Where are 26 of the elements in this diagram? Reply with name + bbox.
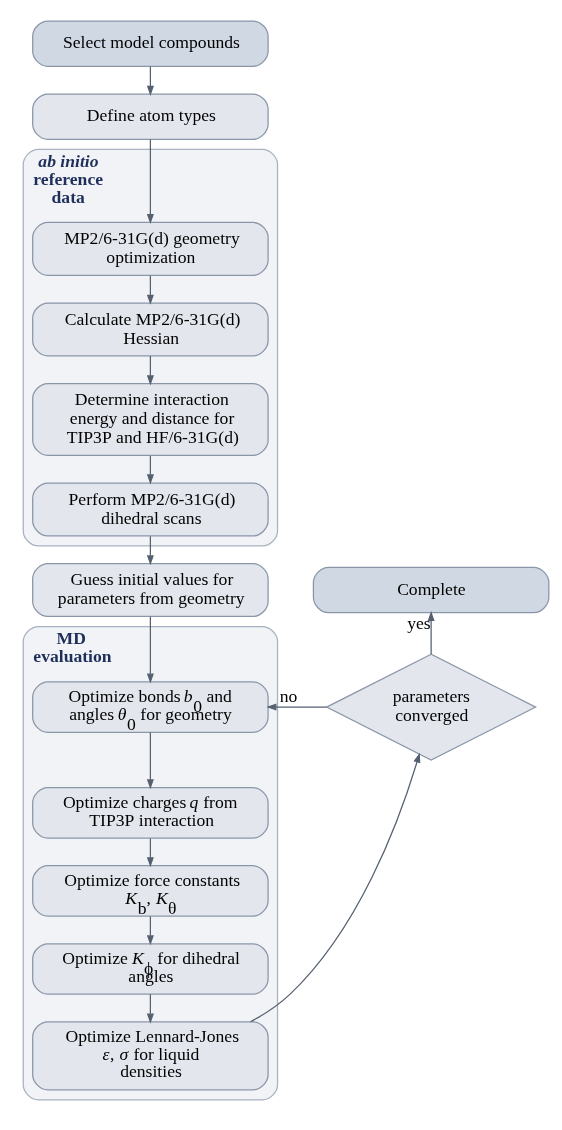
arrow [146,65,154,96]
edge-label: no [279,685,298,706]
arrow [146,731,154,789]
node-box: Select model compounds [32,19,269,67]
arrow [146,138,154,224]
arrow [249,752,421,1022]
node-box: Determine interaction energy and distance for TIP3P and HF/6-31G(d) [32,382,269,456]
node-box: Optimize charges q from TIP3P interaction [32,786,269,839]
node-box: Optimize Lennard-Jones ε, σ for liquid densities [32,1020,269,1090]
arrow [146,915,154,945]
arrow [146,837,154,867]
arrow [146,354,154,385]
arrow [146,454,154,484]
arrow [146,615,154,684]
edge-label: yes [407,612,431,633]
node-box: Guess initial values for parameters from geometry [32,562,269,617]
node-box: Define atom types [32,92,269,140]
arrow [266,703,328,711]
arrow [427,610,435,655]
node-box: MP2/6-31G(d) geometry optimization [32,221,269,276]
node-box: Complete [312,566,550,613]
node-box: Calculate MP2/6-31G(d) Hessian [32,301,269,357]
arrow [146,274,154,305]
arrow [146,535,154,565]
arrow [146,993,154,1024]
node-box: Perform MP2/6-31G(d) dihedral scans [32,481,269,537]
